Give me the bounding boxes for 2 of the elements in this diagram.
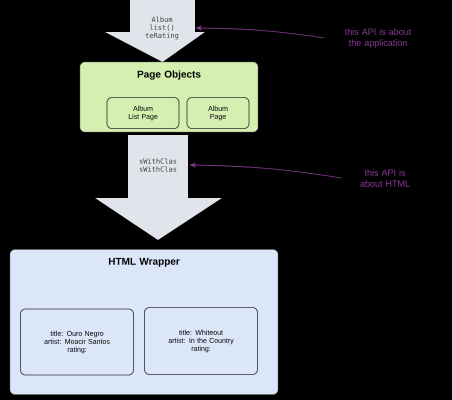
handwritten-note: this API is about HTML — [360, 169, 410, 187]
handwritten-note: this API is about the application — [344, 28, 412, 48]
